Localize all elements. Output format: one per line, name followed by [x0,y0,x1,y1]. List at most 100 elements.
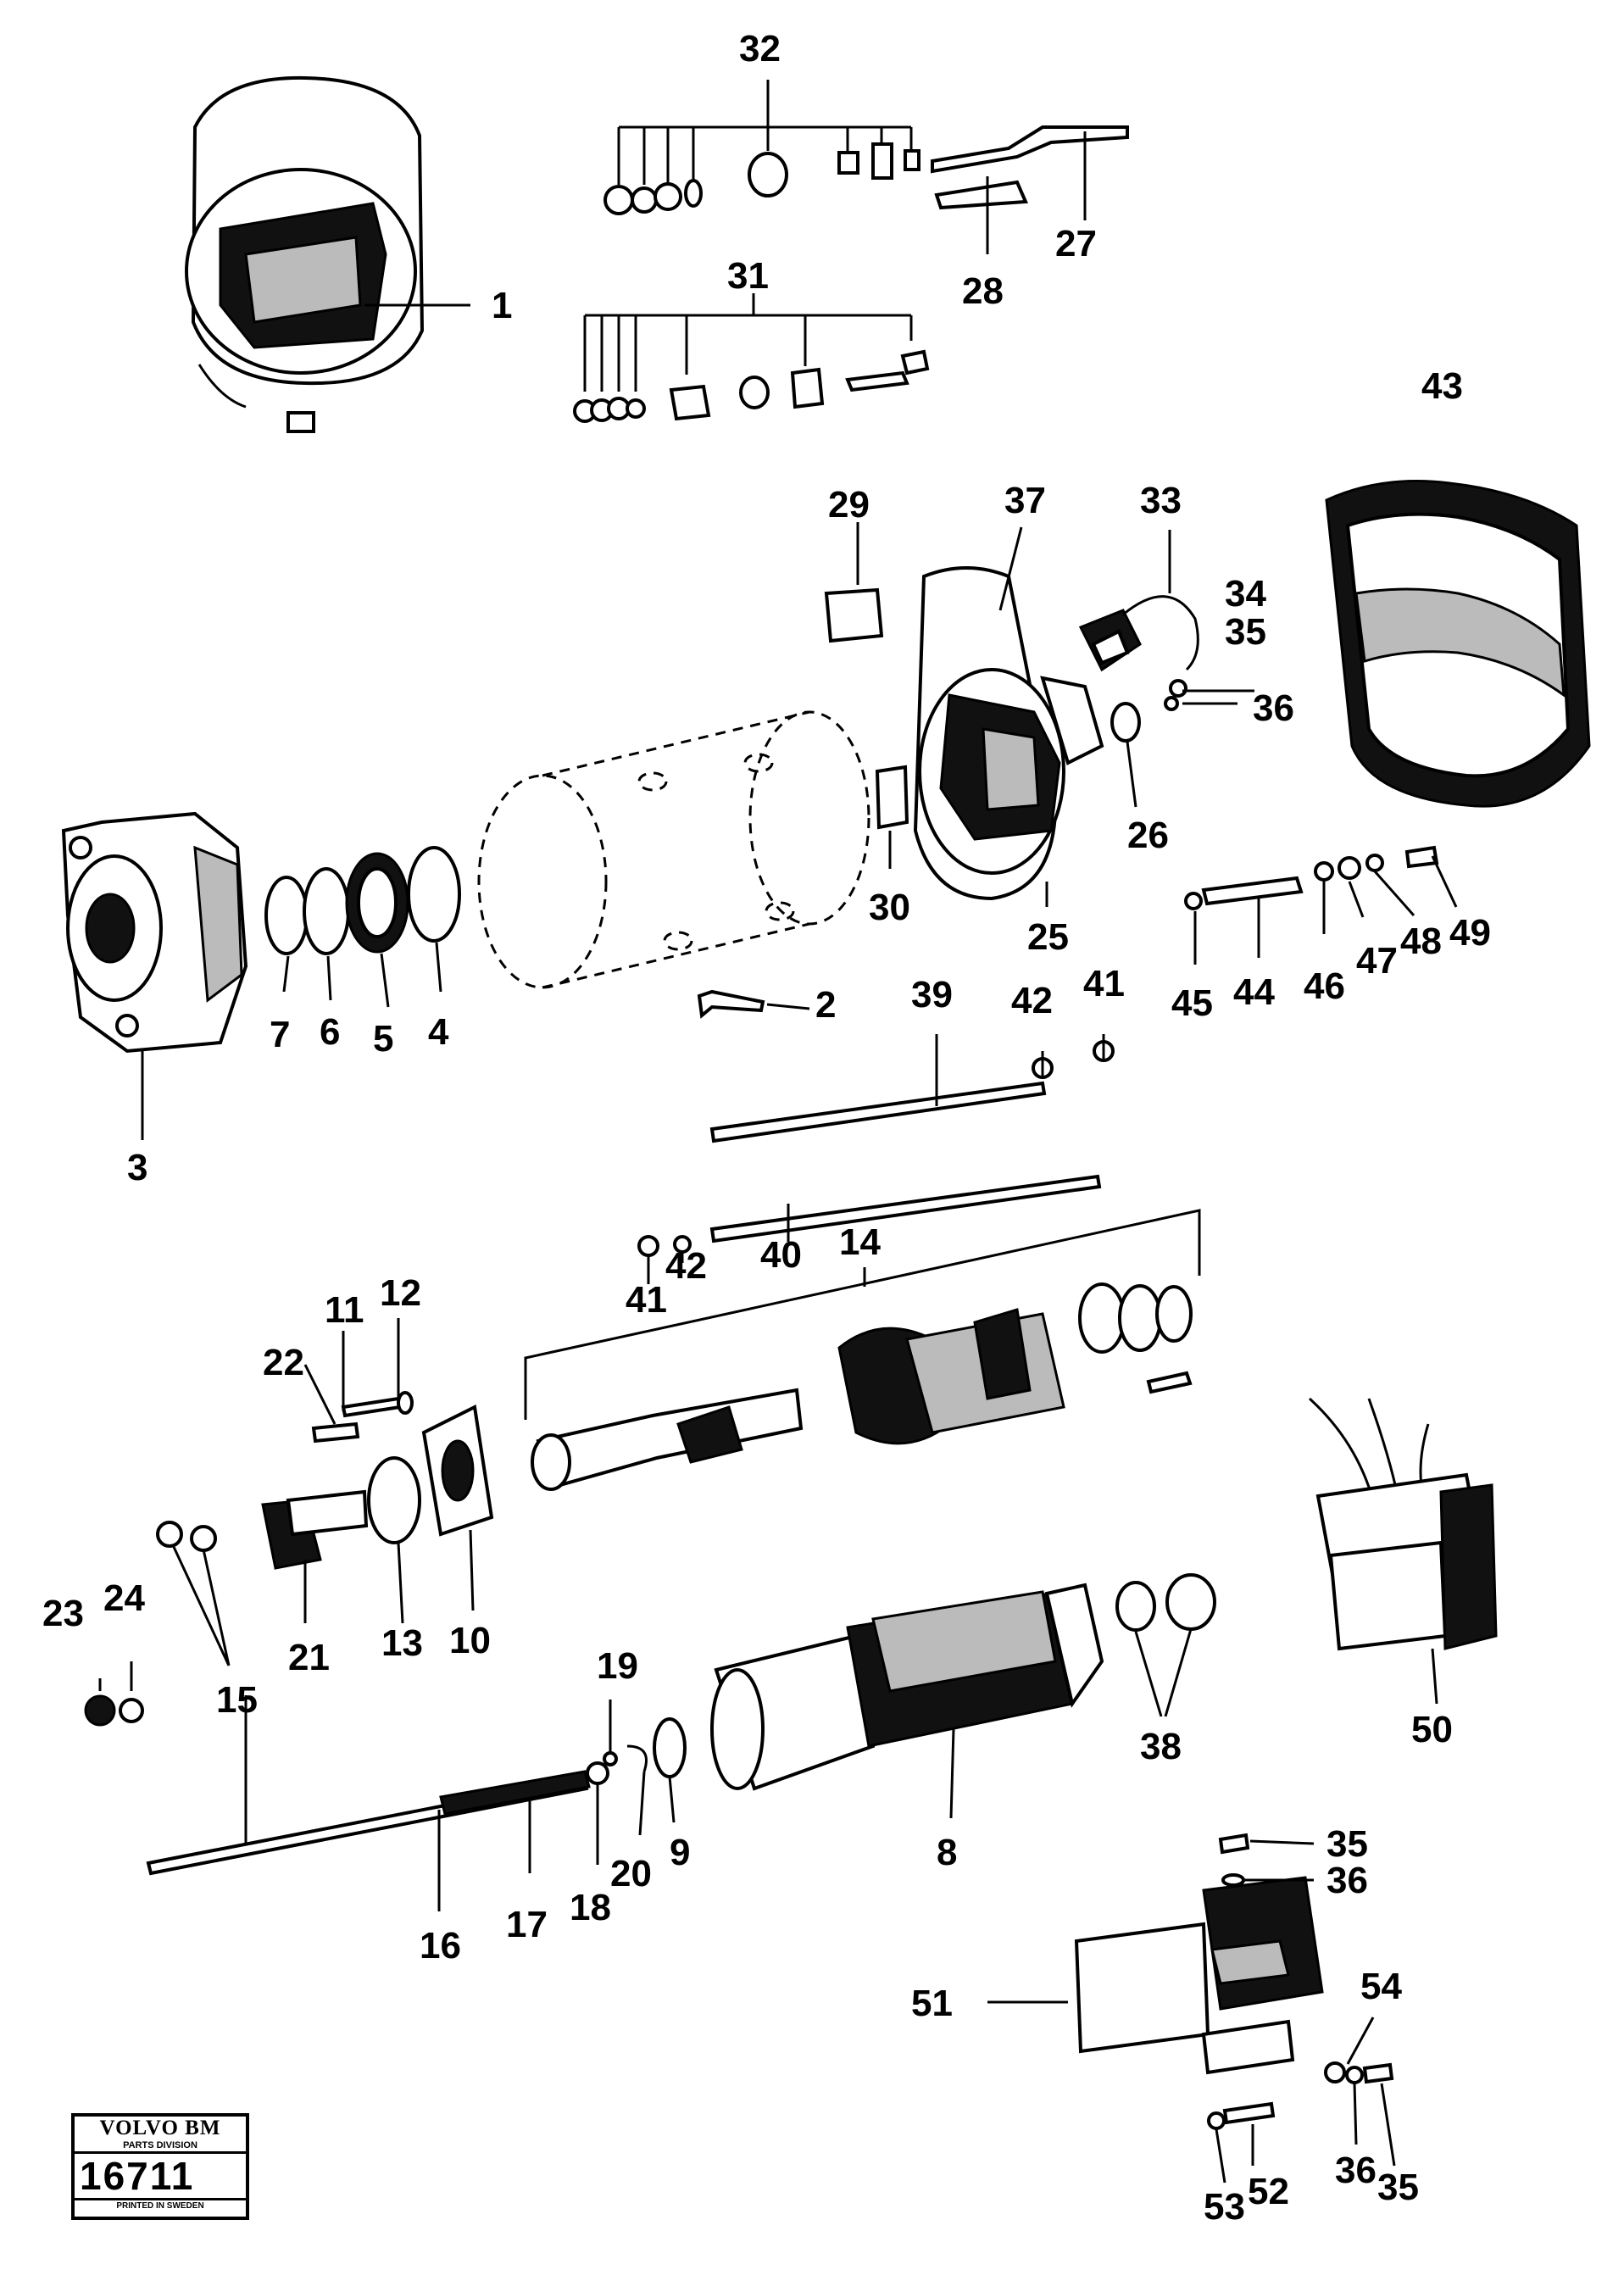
callout-33: 33 [1140,480,1182,521]
part-9-bushing [653,1717,687,1778]
callout-36-bottom: 36 [1335,2150,1377,2191]
parts-39-40-through-bolts [709,1081,1102,1243]
callout-32: 32 [739,28,781,70]
part-1-field-housing [185,75,425,433]
callout-30: 30 [869,887,910,928]
callout-51: 51 [911,1983,953,2024]
callout-11: 11 [325,1289,364,1331]
parts-10-13-intermediate-bearing [261,1391,494,1570]
part-41-nut-lower [637,1235,659,1257]
callout-54: 54 [1360,1966,1402,2007]
callout-36-mid: 36 [1326,1860,1368,1901]
callout-7: 7 [270,1014,290,1055]
part-15-shaft [146,1761,609,1876]
callout-52: 52 [1248,2171,1289,2212]
callout-34: 34 [1225,573,1266,615]
part-51-relay [1074,1876,1324,2075]
part-24-washer [119,1698,144,1723]
callout-14: 14 [839,1221,881,1263]
callout-24: 24 [103,1577,145,1619]
callout-17: 17 [506,1904,548,1945]
volvo-bm-logo-box: VOLVO BM PARTS DIVISION 16711 PRINTED IN… [71,2113,249,2220]
part-31-hardware-kit [573,293,930,423]
callout-47: 47 [1356,940,1398,982]
callout-46: 46 [1304,965,1345,1007]
part-34-screw [1169,679,1187,698]
callout-43: 43 [1421,365,1463,407]
part-19-ball [603,1751,618,1766]
callout-35-bottom: 35 [1377,2167,1419,2208]
callout-21: 21 [288,1637,330,1678]
part-33-brush-set [1078,595,1199,672]
callout-4: 4 [428,1011,449,1053]
callout-labels: 1 2 3 4 5 6 7 8 9 10 11 12 13 14 15 16 1… [42,28,1491,2228]
callout-28: 28 [962,270,1004,312]
part-36-washer [1164,696,1179,711]
part-14-drive-assembly [524,1209,1201,1491]
callout-13: 13 [381,1622,423,1664]
callout-41-upper: 41 [1083,963,1125,1004]
part-20-circlip [626,1744,648,1772]
part-38-washer-b [1165,1573,1216,1631]
callout-8: 8 [937,1832,957,1873]
yoke-dashed-outline [477,710,870,989]
callout-6: 6 [320,1011,340,1053]
callout-35-top: 35 [1225,611,1266,653]
callout-41-lower: 41 [626,1279,667,1321]
logo-printed: PRINTED IN SWEDEN [116,2201,204,2211]
callout-27: 27 [1055,223,1097,264]
callout-50: 50 [1411,1709,1453,1750]
callout-2: 2 [815,984,836,1026]
logo-brand: VOLVO BM [99,2117,221,2139]
part-43-cover-band [1325,480,1591,808]
part-38-washer [1115,1581,1156,1632]
part-52-screw [1222,2101,1276,2125]
callout-3: 3 [127,1147,147,1188]
part-54-washer [1324,2061,1346,2083]
callout-42-upper: 42 [1011,980,1053,1021]
drawing-number: 16711 [75,2154,246,2200]
callout-45: 45 [1171,982,1213,1024]
callout-22: 22 [263,1342,304,1383]
part-36-washer-lower [1345,2066,1364,2084]
part-42-washer-lower [673,1235,692,1254]
part-3-drive-end-housing [61,811,248,1054]
callout-16: 16 [420,1925,461,1967]
callout-15: 15 [216,1679,258,1721]
callout-29: 29 [828,484,870,526]
part-37-end-shield [913,566,1104,901]
callout-18: 18 [570,1887,611,1928]
callout-44: 44 [1233,971,1275,1013]
callout-36-top: 36 [1253,687,1294,729]
callout-25: 25 [1027,916,1069,958]
callout-49: 49 [1449,912,1491,954]
parts-4-7-bearing-set [264,846,461,955]
part-36-washer-mid [1221,1873,1245,1887]
callout-37: 37 [1004,480,1046,521]
part-29-bracket [824,587,884,643]
callout-19: 19 [597,1645,638,1687]
part-26-bushing [1110,702,1141,743]
callout-38: 38 [1140,1726,1182,1767]
logo-division: PARTS DIVISION [75,2140,246,2154]
callout-53: 53 [1204,2186,1245,2228]
part-53-washer [1207,2111,1226,2130]
callout-1: 1 [492,285,512,326]
callout-48: 48 [1400,921,1442,962]
callout-10: 10 [449,1620,491,1661]
callout-26: 26 [1127,815,1169,856]
callout-12: 12 [380,1272,421,1314]
callout-39: 39 [911,974,953,1015]
callout-35-mid: 35 [1326,1823,1368,1865]
leader-lines [98,131,1458,2184]
part-15-nut-b [190,1525,217,1552]
callout-9: 9 [670,1832,690,1873]
part-15-nut [156,1521,183,1548]
callout-42-lower: 42 [665,1245,707,1287]
part-30-bushing [875,765,909,830]
callout-31: 31 [727,255,769,297]
part-8-armature [710,1583,1104,1791]
part-35-screw-mid [1218,1833,1250,1855]
part-23-nut [84,1694,116,1727]
